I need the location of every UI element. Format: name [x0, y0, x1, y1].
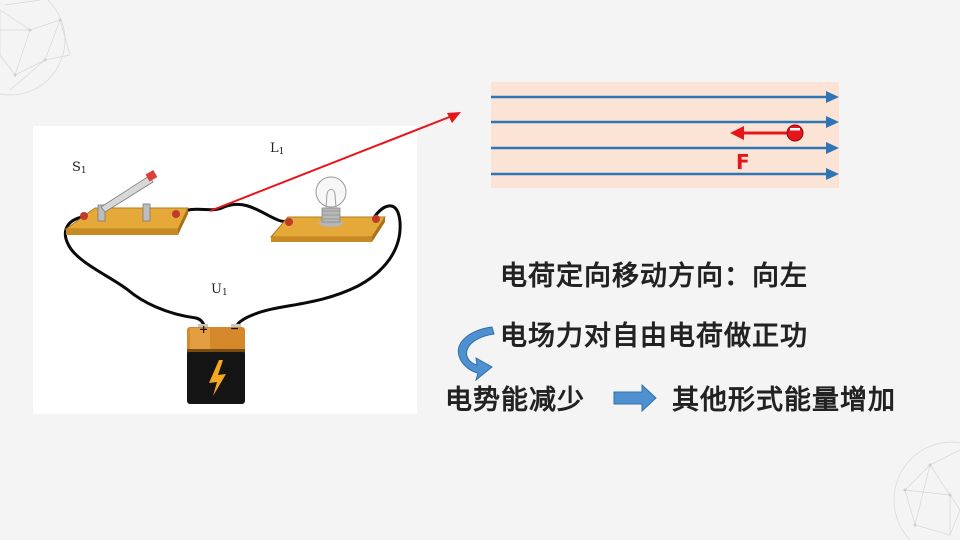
force-arrow — [730, 126, 790, 140]
pointer-arrow — [209, 112, 461, 212]
work-done-text: 电场力对自由电荷做正功 — [500, 321, 808, 352]
battery-component — [187, 324, 245, 404]
motion-direction-text: 电荷定向移动方向：向左 — [500, 261, 808, 292]
switch-label: S1 — [72, 160, 87, 176]
field-line-arrowhead — [826, 116, 839, 128]
electric-field-panel — [491, 82, 839, 188]
field-line-arrowhead — [826, 91, 839, 103]
wire-lamp-to-battery — [234, 204, 402, 329]
field-line-arrowhead — [826, 168, 839, 180]
potential-energy-decrease-text: 电势能减少 — [445, 385, 585, 416]
wire-switch-to-battery — [63, 215, 206, 328]
lamp-component — [269, 176, 386, 242]
field-line-arrowhead — [826, 142, 839, 154]
battery-label: U1 — [211, 282, 228, 298]
battery-minus-label: − — [230, 322, 240, 335]
lamp-label: L1 — [270, 141, 285, 157]
switch-component — [64, 170, 189, 235]
force-label: F — [736, 150, 750, 174]
corner-decoration-bottom-right — [893, 441, 960, 540]
other-energy-increase-text: 其他形式能量增加 — [672, 385, 896, 416]
right-arrow-icon — [613, 383, 657, 413]
curved-arrow-icon — [457, 326, 495, 382]
corner-decoration-top-left — [0, 0, 71, 96]
negative-charge — [786, 124, 804, 142]
battery-plus-label: + — [199, 323, 209, 336]
